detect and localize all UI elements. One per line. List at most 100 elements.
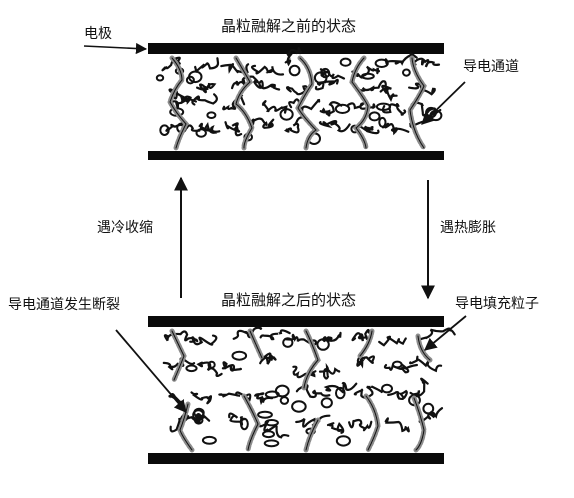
top-filler-particle bbox=[402, 68, 411, 77]
top-polymer-segment-32 bbox=[318, 119, 351, 133]
bottom-polymer-segment-20 bbox=[218, 391, 252, 402]
top-polymer-segment-28 bbox=[198, 122, 221, 134]
top-composite bbox=[148, 43, 444, 160]
top-conductive-chain-3-core bbox=[351, 57, 369, 149]
bottom-polymer-segment-15 bbox=[356, 355, 376, 369]
top-filler-particle bbox=[279, 108, 294, 121]
top-polymer-segment-3 bbox=[251, 64, 285, 76]
bottom-conductive-chain-7-core bbox=[365, 395, 379, 451]
top-upper-electrode-plate bbox=[148, 43, 444, 54]
bottom-polymer-segment-14 bbox=[318, 362, 341, 380]
bottom-filler-particle bbox=[320, 397, 333, 409]
top-filler-particle bbox=[334, 103, 351, 115]
top-filler-particle bbox=[361, 72, 375, 80]
conductive-path-label: 导电通道 bbox=[463, 59, 519, 75]
top-polymer-segment-29 bbox=[224, 121, 243, 137]
bottom-polymer-segment-1 bbox=[189, 334, 218, 346]
bottom-conductive-chain-3 bbox=[241, 393, 261, 453]
top-conductive-chain-2-core bbox=[297, 57, 317, 149]
bottom-filler-particle bbox=[263, 439, 280, 448]
bottom-filler-particle bbox=[264, 390, 280, 399]
bottom-conductive-chain-6-core bbox=[359, 330, 373, 357]
bottom-filler-particle bbox=[257, 410, 273, 419]
top-filler-particle bbox=[339, 57, 352, 67]
bottom-polymer-segment-25 bbox=[387, 389, 408, 401]
top-filler-particle bbox=[288, 64, 301, 77]
bottom-polymer-segment-11 bbox=[221, 361, 243, 372]
top-polymer-segment-21 bbox=[261, 100, 288, 114]
top-conductive-chain-4-core bbox=[409, 57, 425, 149]
electrode-label: 电极 bbox=[84, 26, 112, 42]
top-polymer-segment-5 bbox=[319, 68, 346, 80]
bottom-conductive-chain-9-core bbox=[413, 397, 425, 451]
top-filler-particle bbox=[375, 102, 392, 112]
electrode-pointer-arrow bbox=[83, 42, 148, 55]
bottom-filler-particle bbox=[392, 360, 403, 369]
bottom-polymer-segment-7 bbox=[378, 335, 407, 347]
bottom-polymer-segment-35 bbox=[418, 407, 444, 423]
top-state-title: 晶粒融解之前的状态 bbox=[221, 17, 357, 35]
bottom-polymer-segment-22 bbox=[295, 384, 331, 399]
top-polymer-segment-10 bbox=[196, 82, 217, 94]
path-break-label: 导电通道发生断裂 bbox=[8, 297, 120, 313]
bottom-state-title: 晶粒融解之后的状态 bbox=[221, 291, 357, 309]
bottom-particle-field bbox=[162, 326, 456, 453]
top-polymer-segment-31 bbox=[284, 116, 308, 134]
bottom-filler-particle bbox=[279, 396, 290, 405]
bottom-filler-particle bbox=[201, 435, 217, 445]
bottom-composite bbox=[148, 316, 456, 464]
bottom-polymer-segment-19 bbox=[190, 391, 213, 405]
bottom-polymer-segment-32 bbox=[326, 422, 345, 434]
bottom-conductive-chain-8-core bbox=[417, 335, 431, 361]
top-filler-particle bbox=[195, 128, 207, 138]
bottom-polymer-segment-23 bbox=[323, 381, 358, 394]
top-polymer-segment-8 bbox=[411, 57, 441, 68]
bottom-lower-electrode-plate bbox=[148, 453, 444, 464]
top-polymer-segment-15 bbox=[358, 80, 387, 92]
bottom-upper-electrode-plate bbox=[148, 316, 444, 327]
top-filler-particle bbox=[206, 111, 217, 119]
bottom-polymer-segment-33 bbox=[348, 418, 373, 432]
top-polymer-segment-6 bbox=[351, 65, 381, 79]
top-polymer-segment-18 bbox=[170, 95, 192, 109]
bottom-polymer-segment-3 bbox=[259, 329, 291, 341]
bottom-filler-particle bbox=[240, 417, 249, 431]
top-polymer-segment-12 bbox=[253, 80, 281, 91]
bottom-filler-particle bbox=[264, 419, 279, 427]
conductive-path-pointer-arrow bbox=[421, 81, 466, 125]
top-polymer-segment-19 bbox=[191, 93, 218, 106]
bottom-filler-particle bbox=[335, 386, 346, 400]
bottom-polymer-segment-0 bbox=[163, 330, 199, 343]
bottom-conductive-chain-0 bbox=[169, 328, 187, 383]
bottom-polymer-segment-17 bbox=[409, 355, 443, 373]
top-polymer-segment-2 bbox=[220, 63, 250, 74]
conductive-filler-label: 导电填充粒子 bbox=[455, 296, 539, 312]
top-filler-particle bbox=[155, 74, 165, 82]
bottom-filler-particle bbox=[207, 360, 216, 369]
top-polymer-segment-25 bbox=[381, 103, 407, 116]
cooling-shrink-label: 遇冷收缩 bbox=[97, 220, 153, 236]
bottom-polymer-segment-16 bbox=[383, 362, 418, 374]
top-lower-electrode-plate bbox=[148, 151, 444, 160]
path-break-pointer-arrow bbox=[115, 329, 187, 413]
bottom-polymer-segment-6 bbox=[351, 328, 370, 342]
top-polymer-segment-4 bbox=[284, 47, 302, 67]
top-polymer-segment-13 bbox=[285, 85, 309, 96]
top-filler-particle bbox=[159, 124, 170, 136]
bottom-polymer-segment-24 bbox=[353, 385, 383, 399]
top-polymer-segment-24 bbox=[346, 102, 376, 110]
top-polymer-segment-23 bbox=[319, 101, 343, 117]
bottom-filler-particle bbox=[231, 350, 248, 361]
top-conductive-chain-1-core bbox=[235, 57, 253, 149]
top-filler-particle bbox=[368, 111, 381, 122]
bottom-conductive-chain-2-core bbox=[249, 330, 263, 359]
heating-expand-label: 遇热膨胀 bbox=[440, 220, 496, 236]
bottom-polymer-segment-21 bbox=[254, 392, 274, 406]
bottom-conductive-chain-3-core bbox=[243, 395, 259, 451]
bottom-polymer-segment-34 bbox=[384, 417, 410, 433]
bottom-polymer-segment-26 bbox=[409, 377, 429, 398]
bottom-filler-particle bbox=[185, 364, 198, 373]
top-polymer-segment-14 bbox=[314, 78, 339, 91]
